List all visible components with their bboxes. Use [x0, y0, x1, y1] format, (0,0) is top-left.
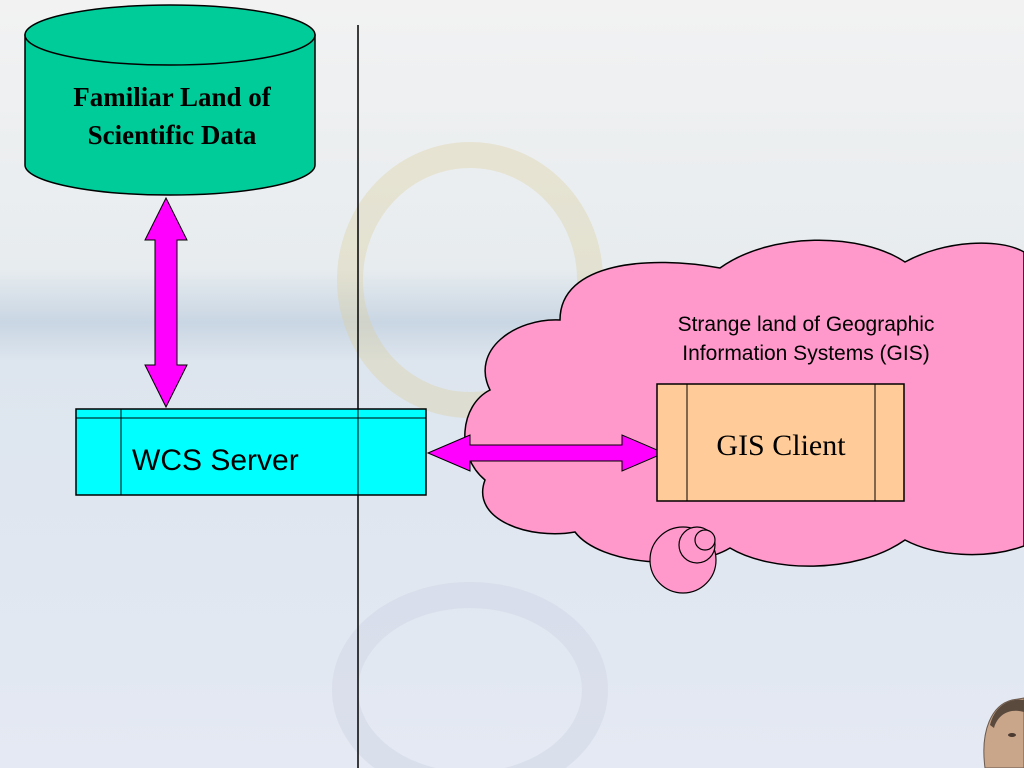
- cloud-label-line2: Information Systems (GIS): [682, 342, 929, 365]
- database-cylinder: Familiar Land of Scientific Data: [24, 4, 316, 196]
- wcs-server-label: WCS Server: [132, 444, 299, 477]
- vertical-double-arrow: [144, 196, 188, 409]
- presenter-photo-icon: [983, 697, 1024, 768]
- gis-client-box: GIS Client: [656, 383, 905, 502]
- database-label-line2: Scientific Data: [88, 120, 257, 150]
- wcs-server-box: WCS Server: [75, 408, 427, 496]
- database-label-line1: Familiar Land of: [73, 82, 272, 112]
- cloud-label-line1: Strange land of Geographic: [678, 313, 935, 336]
- gis-client-label: GIS Client: [716, 429, 846, 462]
